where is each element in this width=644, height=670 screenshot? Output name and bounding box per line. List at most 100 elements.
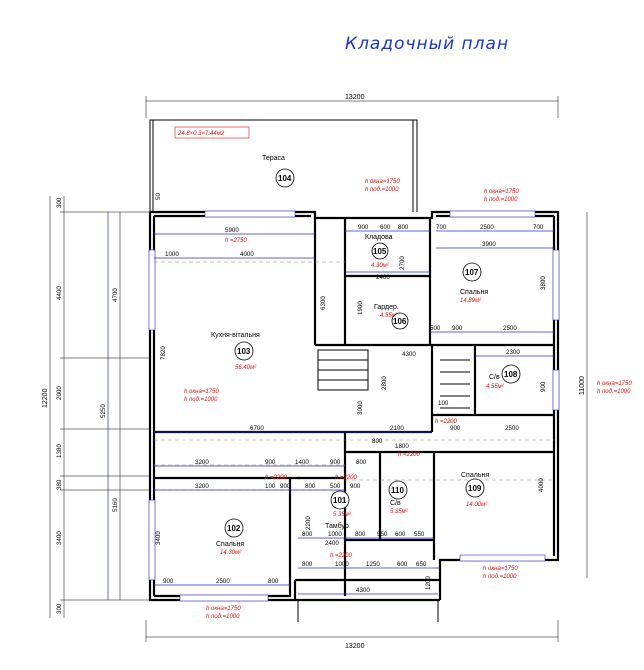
terrace-area-label: 24.8×0.3=7.44м2 bbox=[177, 131, 225, 137]
h-2200-note-e: h =2200 bbox=[330, 553, 353, 559]
dim-2300: 2300 bbox=[506, 349, 520, 356]
room-102-number: 102 bbox=[227, 524, 241, 533]
dim-v-2700: 2700 bbox=[399, 256, 406, 270]
dim-v-50: 50 bbox=[155, 193, 162, 200]
dim-4300-a: 4300 bbox=[402, 351, 416, 358]
dim-v-1900: 1900 bbox=[357, 301, 364, 315]
room-110-name: С/в bbox=[390, 500, 401, 507]
room-103-area: 56.40м² bbox=[235, 365, 257, 371]
dim-left-2000: 2000 bbox=[56, 386, 63, 400]
room-109-area: 14.00м² bbox=[466, 502, 488, 508]
room-110-area: 5.35м² bbox=[390, 509, 409, 515]
room-101-area: 5.35м² bbox=[333, 512, 352, 518]
dim-2100: 2100 bbox=[390, 425, 404, 432]
dim-v-900: 900 bbox=[540, 381, 547, 392]
terrace-name: Тераса bbox=[262, 155, 285, 162]
note-win-h-6: h окна=1750 bbox=[206, 606, 241, 612]
room-103-number: 103 bbox=[237, 347, 251, 356]
dim-900-d: 900 bbox=[265, 459, 276, 466]
note-sill-5: h под.=1000 bbox=[483, 574, 517, 580]
dim-600-b: 600 bbox=[397, 561, 408, 568]
room-107-area: 14.89м² bbox=[460, 298, 482, 304]
dim-left-1380: 1380 bbox=[56, 444, 63, 458]
dim-5900: 5900 bbox=[225, 227, 239, 234]
dim-6700: 6700 bbox=[250, 425, 264, 432]
note-sill-1: h под.=1000 bbox=[365, 187, 399, 193]
room-106-area: 4.55м² bbox=[380, 313, 399, 319]
dim-500: 500 bbox=[430, 325, 441, 332]
room-106-name: Гардер. bbox=[374, 304, 399, 311]
dim-v-4000: 4000 bbox=[538, 478, 545, 492]
dim-900-e: 900 bbox=[330, 459, 341, 466]
room-110-number: 110 bbox=[391, 486, 404, 495]
dim-700-a: 700 bbox=[436, 224, 447, 231]
terrace-area: 24.8×0.3=7.44м2 Тераса 104 bbox=[149, 119, 418, 212]
note-sill-4: h под.=1000 bbox=[597, 389, 631, 395]
room-108: С/в 4.55м² 108 bbox=[486, 364, 521, 390]
room-108-area: 4.55м² bbox=[486, 384, 505, 390]
room-105-number: 105 bbox=[373, 247, 387, 256]
dim-2500-b: 2500 bbox=[503, 325, 517, 332]
room-108-name: С/в bbox=[489, 374, 500, 381]
room-103: Кухня-вiтальня 103 56.40м² bbox=[211, 332, 260, 371]
dim-1000-a: 1000 bbox=[165, 251, 179, 258]
h-2200-note-d: h =2200 bbox=[335, 475, 358, 481]
dim-1000: 1000 bbox=[328, 531, 342, 538]
dim-v-3800: 3800 bbox=[540, 276, 547, 290]
dim-3200-a: 3200 bbox=[195, 459, 209, 466]
dim-v-3400: 3400 bbox=[155, 531, 162, 545]
note-sill-2: h под.=1000 bbox=[484, 197, 518, 203]
dim-550-a: 550 bbox=[377, 531, 388, 538]
dim-3900: 3900 bbox=[482, 241, 496, 248]
dim-left-380: 380 bbox=[56, 479, 63, 490]
interior-dimensions: 5900 h =2750 1000 4000 900 600 800 2400 … bbox=[154, 193, 554, 595]
room-109: Спальня 109 14.00м² bbox=[461, 472, 489, 508]
room-102: 102 Спальня 14.30м² bbox=[216, 518, 244, 556]
dim-2400: 2400 bbox=[376, 274, 390, 281]
dim-900-c: 900 bbox=[450, 425, 461, 432]
window-notes: h окна=1750 h под.=1000 h окна=1750 h по… bbox=[184, 179, 632, 620]
dim-800-f: 800 bbox=[302, 531, 313, 538]
dim-100-a: 100 bbox=[265, 483, 276, 490]
dim-900-k: 900 bbox=[358, 224, 369, 231]
dim-left-4400: 4400 bbox=[56, 286, 63, 300]
stair bbox=[317, 349, 470, 409]
room-107: 107 Спальня 14.89м² bbox=[460, 262, 488, 304]
dim-600-a: 600 bbox=[395, 531, 406, 538]
room-107-name: Спальня bbox=[460, 289, 488, 296]
dim-800-i: 800 bbox=[268, 578, 279, 585]
h-2200-note-c: h =2200 bbox=[265, 475, 288, 481]
room-101: 101 5.35м² Тамбур bbox=[325, 490, 352, 530]
note-win-h-3: h окна=1750 bbox=[184, 389, 219, 395]
h-2200-note-a: h =2200 bbox=[398, 452, 421, 458]
dim-left-4700: 4700 bbox=[112, 288, 119, 302]
dim-700-b: 700 bbox=[533, 224, 544, 231]
dim-left-5160: 5160 bbox=[112, 498, 119, 512]
room-108-number: 108 bbox=[504, 370, 518, 379]
dim-900-g: 900 bbox=[350, 483, 361, 490]
dim-800-g: 800 bbox=[355, 531, 366, 538]
dim-4000: 4000 bbox=[240, 251, 254, 258]
dim-900-h: 900 bbox=[163, 578, 174, 585]
room-102-area: 14.30м² bbox=[220, 550, 242, 556]
dim-100-b: 100 bbox=[438, 400, 449, 407]
dim-1400: 1400 bbox=[295, 459, 309, 466]
dim-600-k: 600 bbox=[380, 224, 391, 231]
dim-3200-b: 3200 bbox=[195, 483, 209, 490]
h-2750-note: h =2750 bbox=[225, 238, 248, 244]
room-106-number: 106 bbox=[393, 317, 407, 326]
dim-v-2200: 2200 bbox=[305, 516, 312, 530]
dim-2500-c: 2500 bbox=[505, 425, 519, 432]
room-103-name: Кухня-вiтальня bbox=[211, 332, 260, 339]
dim-v-3000: 3000 bbox=[357, 401, 364, 415]
interior-walls bbox=[154, 218, 554, 596]
room-101-number: 101 bbox=[333, 496, 347, 505]
dim-650: 650 bbox=[416, 561, 427, 568]
room-105-area: 4.30м² bbox=[371, 263, 390, 269]
room-109-name: Спальня bbox=[461, 472, 489, 479]
dim-900-f: 900 bbox=[280, 483, 291, 490]
h-2200-note-b: h =2200 bbox=[435, 419, 458, 425]
room-109-number: 109 bbox=[468, 484, 482, 493]
dim-2400-b: 2400 bbox=[325, 540, 339, 547]
